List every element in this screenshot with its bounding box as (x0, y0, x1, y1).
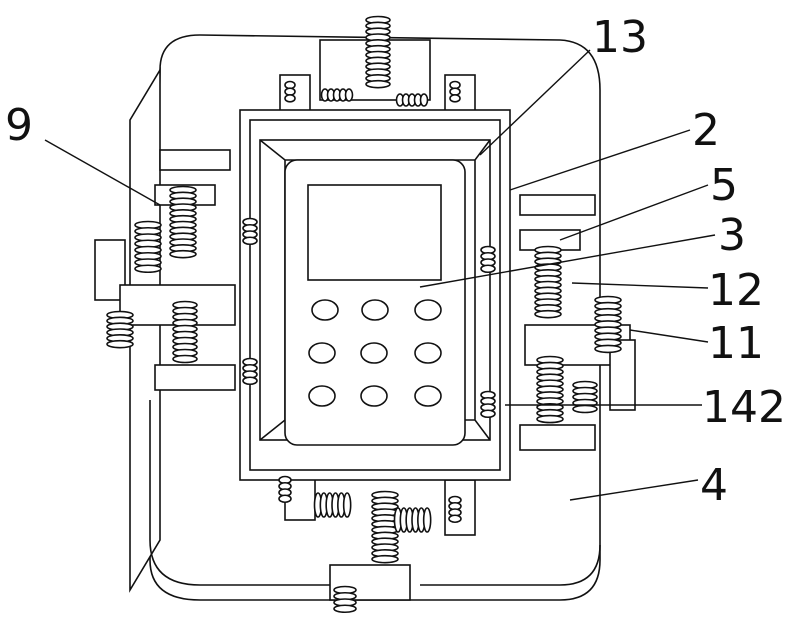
spring (395, 93, 429, 107)
keypad-button (414, 342, 442, 364)
label-12: 12 (708, 265, 764, 316)
leader-5 (559, 184, 709, 241)
side-blocks (94, 149, 636, 451)
label-3: 3 (718, 210, 746, 261)
spring (333, 585, 357, 614)
leader-4 (569, 479, 699, 501)
spring (106, 310, 134, 349)
spring (365, 15, 391, 89)
spring (278, 475, 292, 504)
keypad (308, 299, 442, 407)
spring (594, 295, 622, 354)
spring (480, 390, 496, 419)
keypad-button (360, 342, 388, 364)
spring (536, 355, 564, 424)
spring (169, 185, 197, 259)
phone-screen (307, 184, 442, 281)
leader-2 (509, 129, 691, 191)
leader-9 (44, 139, 161, 206)
spring (448, 495, 462, 524)
label-5: 5 (710, 160, 738, 211)
keypad-button (311, 299, 339, 321)
spring (449, 80, 461, 103)
phone-device-3 (284, 159, 466, 446)
label-142: 142 (702, 382, 786, 433)
spring (242, 217, 258, 246)
spring (284, 80, 296, 103)
label-4: 4 (700, 460, 728, 511)
keypad-button (360, 385, 388, 407)
spring (172, 300, 198, 364)
keypad-button (414, 385, 442, 407)
spring (480, 245, 496, 274)
keypad-button (308, 342, 336, 364)
leader-3 (419, 234, 716, 288)
spring (393, 507, 432, 533)
spring (534, 245, 562, 319)
springs (106, 15, 622, 614)
leader-11 (629, 329, 709, 343)
spring (313, 492, 352, 518)
spring (242, 357, 258, 386)
label-11: 11 (708, 318, 764, 369)
keypad-button (361, 299, 389, 321)
leader-lines (44, 49, 716, 501)
label-13: 13 (592, 12, 648, 63)
spring (320, 88, 354, 102)
leader-12 (571, 282, 709, 289)
spring (572, 380, 598, 414)
keypad-button (308, 385, 336, 407)
spring (371, 490, 399, 564)
spring (134, 220, 162, 274)
leader-13 (479, 49, 591, 156)
keypad-button (414, 299, 442, 321)
label-2: 2 (692, 105, 720, 156)
label-9: 9 (5, 100, 33, 151)
